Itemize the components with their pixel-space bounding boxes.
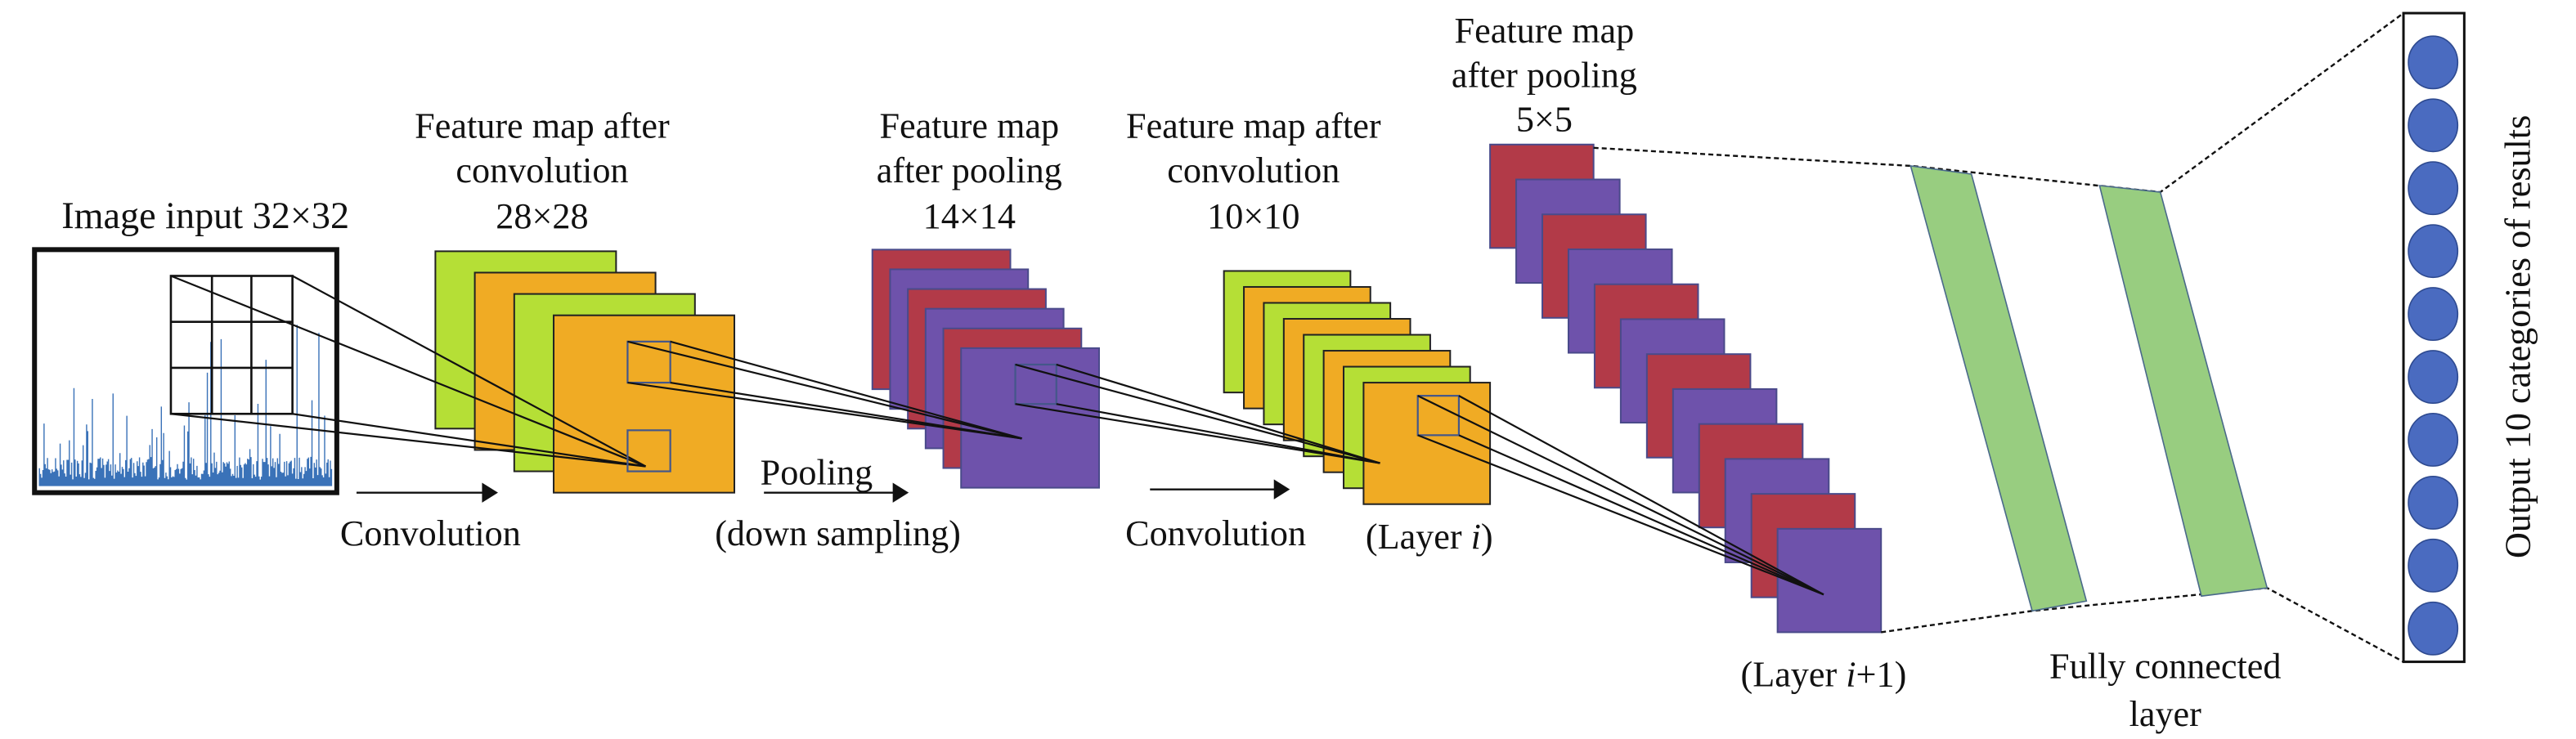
signal-trace <box>38 325 333 486</box>
pool2-label-line-2: after pooling <box>1452 55 1637 95</box>
output-node-7 <box>2408 413 2459 467</box>
arrow-head-icon <box>1273 479 1290 499</box>
arrow-head-icon <box>892 482 909 503</box>
output-label: Output 10 categories of results <box>2498 115 2538 558</box>
output-nodes <box>2408 35 2459 656</box>
conv1-label-line-3: 28×28 <box>496 196 588 236</box>
conv2-stack <box>1223 270 1492 505</box>
arrow-head-icon <box>482 482 498 503</box>
pool2-label-line-3: 5×5 <box>1516 100 1573 140</box>
conv2-label-line-2: convolution <box>1167 150 1340 190</box>
receptive-field-lines <box>170 275 1824 596</box>
pool2-stack <box>1489 143 1883 634</box>
dashed-connectors <box>1593 12 2404 663</box>
input-kernel-grid <box>169 275 294 415</box>
output-node-10 <box>2408 601 2459 656</box>
input-image: Image input 32×32 <box>32 195 349 495</box>
conv1-label-line-2: convolution <box>456 150 628 190</box>
conv1-label-line-1: Feature map after <box>415 106 670 146</box>
output-node-2 <box>2408 98 2459 153</box>
layer-i-plus-1-label: (Layer i+1) <box>1740 655 1906 695</box>
pool1-label-line-1: Feature map <box>879 106 1059 146</box>
conv2-arrow-label: Convolution <box>1125 513 1306 553</box>
pool1-arrow-label: (down sampling) <box>715 513 961 553</box>
output-node-6 <box>2408 350 2459 404</box>
output-node-9 <box>2408 538 2459 593</box>
pool1-arrow-label-top: Pooling <box>761 453 873 493</box>
output-node-3 <box>2408 161 2459 216</box>
conv1-stack <box>434 250 736 494</box>
fc-label-line-1: Fully connected <box>2049 647 2281 687</box>
fc-band-1 <box>1910 164 2088 612</box>
feature-maps <box>434 143 1883 634</box>
layer-i-label: (Layer i) <box>1366 517 1493 557</box>
output-node-5 <box>2408 287 2459 342</box>
conv2-map-8 <box>1362 382 1492 505</box>
input-title: Image input 32×32 <box>61 195 349 236</box>
input-signal <box>38 325 333 486</box>
output-node-4 <box>2408 224 2459 279</box>
conv2-label-line-1: Feature map after <box>1126 106 1381 146</box>
labels: Feature map after convolution 28×28 Conv… <box>340 11 2282 734</box>
input-frame <box>32 247 339 495</box>
pool1-label-line-2: after pooling <box>877 150 1062 190</box>
pool2-map-12 <box>1776 527 1883 634</box>
fc-label-line-2: layer <box>2129 694 2202 734</box>
output-node-1 <box>2408 35 2459 90</box>
pool1-stack <box>871 249 1100 489</box>
output-node-8 <box>2408 475 2459 530</box>
fully-connected-layer <box>1593 12 2404 663</box>
arrows <box>356 479 1290 503</box>
fc-band-2 <box>2098 185 2269 598</box>
conv2-label-line-3: 10×10 <box>1207 196 1299 236</box>
conv1-arrow-label: Convolution <box>340 513 521 553</box>
output-layer: Output 10 categories of results <box>2402 11 2538 664</box>
pool1-label-line-3: 14×14 <box>923 196 1016 236</box>
pool2-label-line-1: Feature map <box>1455 11 1635 51</box>
